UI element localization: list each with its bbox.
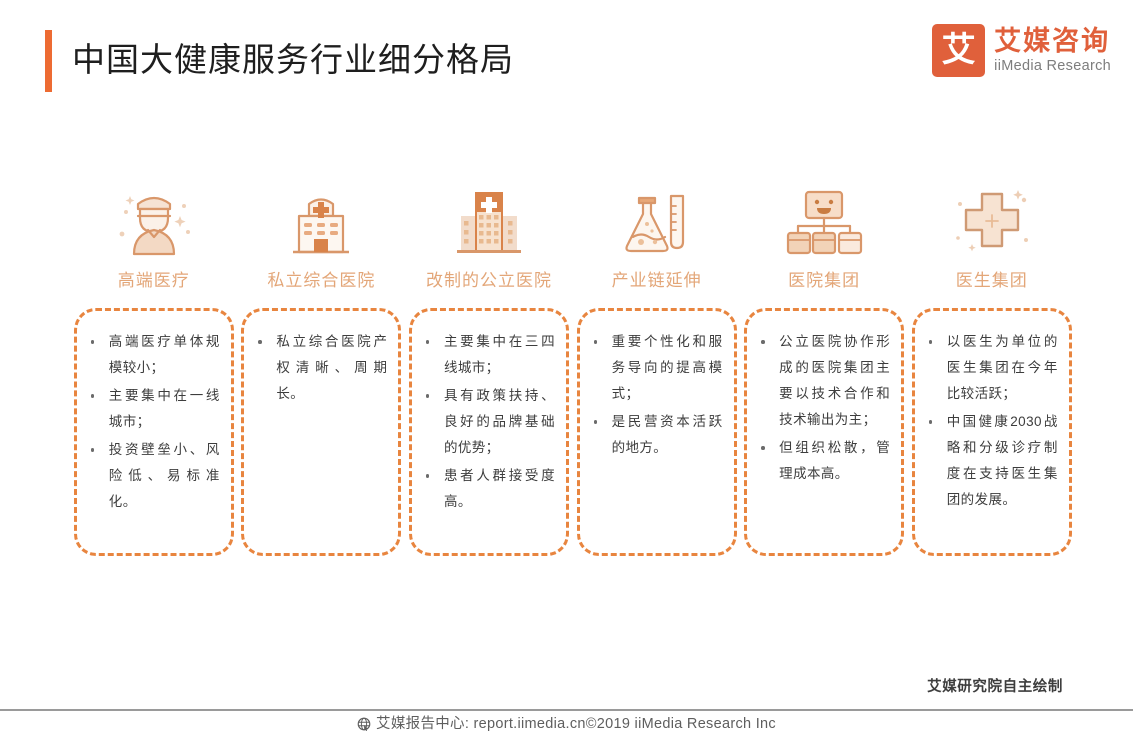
logo-name-cn: 艾媒咨询 [994,25,1111,56]
list-item: 重要个性化和服务导向的提高模式； [588,329,723,407]
hospital-tower-icon [405,178,573,258]
segment-card: 私立综合医院产权清晰、周期长。 [241,308,402,556]
doctor-icon [70,178,238,258]
list-item: 患者人群接受度高。 [420,463,555,515]
segment-label: 产业链延伸 [611,271,702,290]
list-item: 投资壁垒小、风险低、易标准化。 [85,437,220,515]
footer-text: 艾媒报告中心: report.iimedia.cn©2019 iiMedia R… [376,716,776,732]
footer-divider [0,709,1133,711]
list-item: 以医生为单位的医生集团在今年比较活跃； [923,329,1058,407]
list-item: 主要集中在三四线城市； [420,329,555,381]
list-item: 具有政策扶持、良好的品牌基础的优势； [420,383,555,461]
list-item: 私立综合医院产权清晰、周期长。 [252,329,387,407]
bullet-list: 公立医院协作形成的医院集团主要以技术合作和技术输出为主； 但组织松散，管理成本高… [755,329,890,487]
logo-name-en: iiMedia Research [994,57,1111,74]
title-accent-bar [45,30,52,92]
list-item: 高端医疗单体规模较小； [85,329,220,381]
segment-label: 改制的公立医院 [425,271,552,290]
list-item: 但组织松散，管理成本高。 [755,435,890,487]
segment-column: 改制的公立医院 主要集中在三四线城市； 具有政策扶持、良好的品牌基础的优势； 患… [405,178,573,556]
list-item: 中国健康2030战略和分级诊疗制度在支持医生集团的发展。 [923,409,1058,513]
list-item: 主要集中在一线城市； [85,383,220,435]
bullet-list: 主要集中在三四线城市； 具有政策扶持、良好的品牌基础的优势； 患者人群接受度高。 [420,329,555,515]
credit-text: 艾媒研究院自主绘制 [927,679,1063,695]
logo-text: 艾媒咨询 iiMedia Research [994,26,1111,76]
bullet-list: 高端医疗单体规模较小； 主要集中在一线城市； 投资壁垒小、风险低、易标准化。 [85,329,220,515]
segment-card: 高端医疗单体规模较小； 主要集中在一线城市； 投资壁垒小、风险低、易标准化。 [73,308,234,556]
flask-icon [573,178,741,258]
bullet-list: 以医生为单位的医生集团在今年比较活跃； 中国健康2030战略和分级诊疗制度在支持… [923,329,1058,513]
bullet-list: 私立综合医院产权清晰、周期长。 [252,329,387,407]
segment-label: 医生集团 [955,271,1028,290]
clinic-building-icon [238,178,406,258]
segment-column: 医院集团 公立医院协作形成的医院集团主要以技术合作和技术输出为主； 但组织松散，… [740,178,908,556]
brand-logo: 艾 艾媒咨询 iiMedia Research [932,24,1111,77]
medical-cross-icon [908,178,1076,258]
segment-column: 高端医疗 高端医疗单体规模较小； 主要集中在一线城市； 投资壁垒小、风险低、易标… [70,178,238,556]
segment-columns: 高端医疗 高端医疗单体规模较小； 主要集中在一线城市； 投资壁垒小、风险低、易标… [70,178,1076,556]
globe-icon [357,717,371,731]
segment-column: 私立综合医院 私立综合医院产权清晰、周期长。 [238,178,406,556]
logo-mark-icon: 艾 [932,24,986,77]
list-item: 是民营资本活跃的地方。 [588,409,723,461]
segment-label: 私立综合医院 [267,271,376,290]
org-chart-icon [740,178,908,258]
segment-column: 产业链延伸 重要个性化和服务导向的提高模式； 是民营资本活跃的地方。 [573,178,741,556]
page-header: 中国大健康服务行业细分格局 艾 艾媒咨询 iiMedia Research [0,0,1133,110]
footer-bar: 艾媒报告中心: report.iimedia.cn©2019 iiMedia R… [0,711,1133,737]
segment-column: 医生集团 以医生为单位的医生集团在今年比较活跃； 中国健康2030战略和分级诊疗… [908,178,1076,556]
page-title: 中国大健康服务行业细分格局 [72,41,514,78]
segment-label: 高端医疗 [117,271,190,290]
segment-card: 以医生为单位的医生集团在今年比较活跃； 中国健康2030战略和分级诊疗制度在支持… [911,308,1072,556]
segment-card: 公立医院协作形成的医院集团主要以技术合作和技术输出为主； 但组织松散，管理成本高… [744,308,905,556]
segment-card: 重要个性化和服务导向的提高模式； 是民营资本活跃的地方。 [576,308,737,556]
segment-card: 主要集中在三四线城市； 具有政策扶持、良好的品牌基础的优势； 患者人群接受度高。 [408,308,569,556]
list-item: 公立医院协作形成的医院集团主要以技术合作和技术输出为主； [755,329,890,433]
bullet-list: 重要个性化和服务导向的提高模式； 是民营资本活跃的地方。 [588,329,723,461]
segment-label: 医院集团 [788,271,861,290]
